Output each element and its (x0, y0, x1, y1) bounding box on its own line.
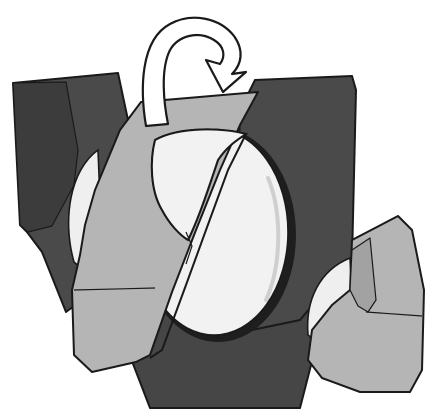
left-panel-fold-shade (12, 81, 79, 233)
flap-cutout (150, 128, 249, 242)
flap-crease-side (185, 231, 193, 265)
flap-crease-lower (73, 287, 156, 291)
right-flap-crease (365, 311, 423, 317)
flap-fold-edge (149, 133, 247, 359)
disc-shade (264, 176, 281, 302)
curved-fold-arrow (141, 16, 248, 128)
